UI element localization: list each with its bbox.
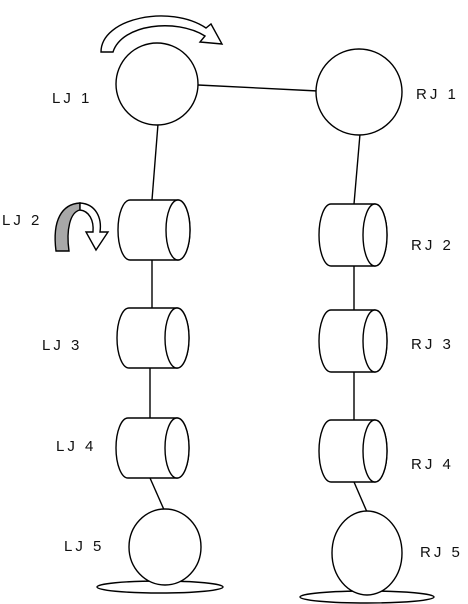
lj5-joint [128,508,202,586]
lj4-joint [115,417,190,479]
left-link-1-2 [151,123,159,201]
rj4-label: RJ 4 [411,456,454,473]
lj2-label: LJ 2 [2,212,42,229]
right-link-4-5 [353,481,368,513]
rj5-label: RJ 5 [420,544,463,561]
lj1-label: LJ 1 [52,90,92,107]
rj2-joint [318,203,388,267]
circular-rotation-arrow-icon [100,15,224,53]
lj3-label: LJ 3 [42,337,82,354]
lj5-label: LJ 5 [64,538,104,555]
left-link-4-5 [149,477,166,513]
lj3-joint [116,307,190,369]
right-link-1-2 [353,133,361,205]
hip-link [197,84,319,92]
rj1-label: RJ 1 [416,86,459,103]
rj3-joint [318,309,388,373]
lj1-joint [115,42,199,126]
rj2-label: RJ 2 [411,237,454,254]
lj2-joint [117,199,191,261]
rj1-joint [315,48,403,136]
rj5-joint [331,510,403,596]
curved-rotation-arrow-icon [54,202,110,252]
rj4-joint [318,419,388,483]
lj4-label: LJ 4 [56,438,96,455]
rj3-label: RJ 3 [411,336,454,353]
